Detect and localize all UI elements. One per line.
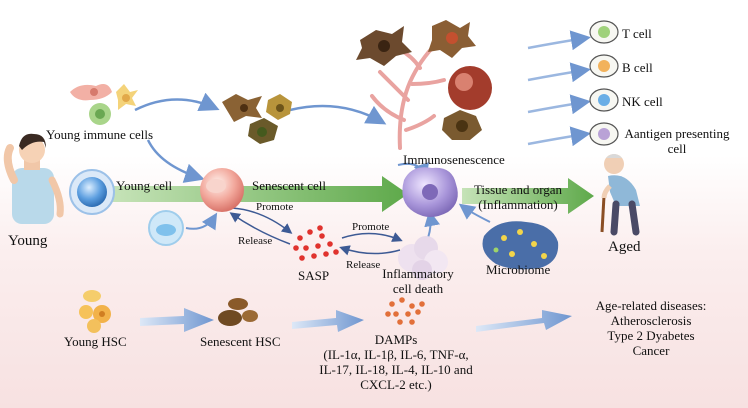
disease-cancer: Cancer bbox=[632, 343, 670, 358]
nk-cell-icon bbox=[589, 88, 619, 112]
sasp-dot bbox=[299, 255, 305, 261]
promote-left-label: Promote bbox=[256, 201, 294, 213]
young-hsc-cluster bbox=[79, 290, 111, 333]
aged-person-illustration bbox=[600, 154, 640, 236]
senescent-hsc-cluster bbox=[218, 298, 258, 326]
damps-dot bbox=[393, 311, 399, 317]
apc-label-line1: Aantigen presenting bbox=[624, 126, 730, 141]
young-immune-cells-label: Young immune cells bbox=[46, 127, 154, 142]
apc-label-line2: cell bbox=[667, 141, 687, 156]
arrow-release-right bbox=[339, 245, 401, 256]
damps-block: DAMPs (IL-1α, IL-1β, IL-6, TNF-α, IL-17,… bbox=[318, 332, 474, 392]
b-cell-icon bbox=[589, 54, 619, 78]
sasp-dot bbox=[297, 235, 303, 241]
damps-dots bbox=[385, 297, 425, 325]
young-cell-illustration bbox=[69, 169, 115, 215]
sasp-dot bbox=[319, 233, 325, 239]
microbiome-illustration bbox=[482, 221, 559, 270]
damps-dot bbox=[385, 311, 391, 317]
immunosenescence-cluster bbox=[356, 20, 492, 150]
arrow-release-left bbox=[229, 212, 291, 245]
blue-arrow-senescent-hsc-to-damps bbox=[292, 310, 364, 332]
green-arrow-young-to-senescent bbox=[112, 176, 408, 212]
blue-arrow-young-hsc-to-senescent bbox=[140, 308, 214, 332]
inflammatory-cell-death-label: Inflammatory cell death bbox=[378, 266, 458, 296]
young-hsc-label: Young HSC bbox=[64, 334, 127, 349]
tissue-senescent-cell-illustration bbox=[402, 167, 458, 217]
sasp-dot bbox=[333, 249, 339, 255]
diseases-title: Age-related diseases: bbox=[595, 298, 707, 313]
damps-dot bbox=[389, 301, 395, 307]
young-immune-cells-cluster bbox=[70, 84, 138, 125]
sasp-dot bbox=[311, 253, 317, 259]
young-person-illustration bbox=[3, 133, 64, 224]
arrow-senescent-immune-to-immunosenescence bbox=[289, 104, 387, 125]
sasp-dot bbox=[315, 243, 321, 249]
nk-cell-label: NK cell bbox=[622, 94, 663, 109]
senescent-immune-cells-cluster bbox=[222, 94, 292, 144]
senescent-cell-illustration bbox=[200, 168, 244, 212]
t-cell-icon bbox=[589, 20, 619, 44]
arrow-promote-right bbox=[341, 232, 403, 242]
sasp-dot bbox=[293, 245, 299, 251]
young-cell-label: Young cell bbox=[116, 178, 173, 193]
arrow-to-t-cell bbox=[527, 30, 591, 51]
damps-dot bbox=[409, 303, 415, 309]
inflammatory-cell-death-illustration bbox=[398, 236, 448, 280]
damps-dot bbox=[419, 301, 425, 307]
release-left-label: Release bbox=[238, 235, 273, 247]
tissue-organ-label-line1: Tissue and organ bbox=[473, 182, 563, 197]
immune-output-cells bbox=[589, 20, 619, 146]
sasp-dots bbox=[293, 225, 339, 261]
damps-dot bbox=[399, 297, 405, 303]
t-cell-label: T cell bbox=[622, 26, 652, 41]
damps-list-line1: (IL-1α, IL-1β, IL-6, TNF-α, bbox=[323, 347, 469, 362]
age-related-diseases-block: Age-related diseases: Atherosclerosis Ty… bbox=[572, 298, 730, 358]
sasp-dot bbox=[317, 225, 323, 231]
b-cell-label: B cell bbox=[622, 60, 653, 75]
sasp-dot bbox=[323, 251, 329, 257]
tissue-organ-label-line2: (Inflammation) bbox=[478, 197, 558, 212]
arrow-promote-left bbox=[231, 207, 293, 234]
promote-right-label: Promote bbox=[352, 221, 390, 233]
arrow-microbiome-to-tissue bbox=[458, 203, 491, 223]
senescent-cell-label: Senescent cell bbox=[252, 178, 326, 193]
arrow-immune-down-to-senescent-cell bbox=[146, 139, 205, 183]
microbiome-label: Microbiome bbox=[486, 262, 551, 277]
arrow-to-apc bbox=[527, 126, 591, 147]
vesicle-illustration bbox=[148, 210, 184, 246]
damps-list-line2: IL-17, IL-18, IL-4, IL-10 and bbox=[319, 362, 473, 377]
apc-icon bbox=[589, 122, 619, 146]
sasp-dot bbox=[303, 245, 309, 251]
arrow-to-b-cell bbox=[527, 62, 591, 83]
inflammatory-line1: Inflammatory bbox=[382, 266, 454, 281]
damps-label: DAMPs bbox=[374, 332, 418, 347]
tissue-organ-label: Tissue and organ (Inflammation) bbox=[462, 182, 574, 212]
sasp-label: SASP bbox=[298, 268, 330, 283]
sasp-dot bbox=[307, 229, 313, 235]
senescent-hsc-label: Senescent HSC bbox=[200, 334, 281, 349]
damps-dot bbox=[409, 319, 415, 325]
damps-list-line3: CXCL-2 etc.) bbox=[360, 377, 432, 392]
young-label: Young bbox=[8, 233, 48, 249]
immunosenescence-label: Immunosenescence bbox=[403, 152, 505, 167]
arrow-inflammatory-to-tissue bbox=[424, 210, 441, 239]
aged-label: Aged bbox=[608, 239, 641, 255]
arrow-immune-to-senescent-immune bbox=[134, 92, 220, 112]
blue-arrow-damps-to-diseases bbox=[476, 310, 572, 332]
sasp-dot bbox=[327, 241, 333, 247]
arrow-to-nk-cell bbox=[527, 94, 591, 115]
apc-label: Aantigen presenting cell bbox=[614, 126, 740, 156]
inflammatory-line2: cell death bbox=[392, 281, 444, 296]
damps-dot bbox=[415, 309, 421, 315]
release-right-label: Release bbox=[346, 259, 381, 271]
arrow-vesicle-to-senescent bbox=[185, 212, 218, 231]
damps-dot bbox=[405, 311, 411, 317]
disease-type-2-diabetes: Type 2 Dyabetes bbox=[607, 328, 695, 343]
damps-dot bbox=[397, 319, 403, 325]
disease-atherosclerosis: Atherosclerosis bbox=[610, 313, 692, 328]
green-arrow-to-aged bbox=[462, 178, 594, 214]
